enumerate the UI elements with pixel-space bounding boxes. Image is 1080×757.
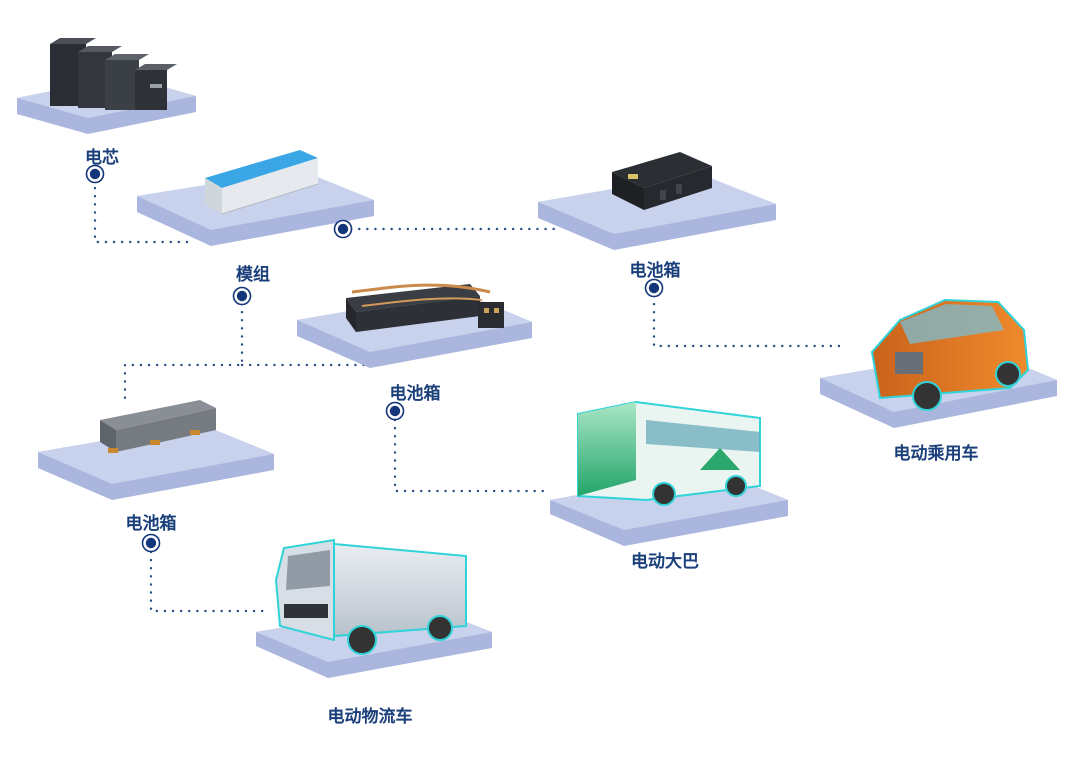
connector-pack-2-bus (393, 418, 547, 493)
bms-unit-image (612, 152, 712, 210)
node-label-pack-3: 电池箱 (125, 514, 177, 534)
bus-image (577, 400, 761, 506)
logistics-truck-image (274, 538, 467, 655)
node-marker-pack-1 (644, 278, 664, 298)
connector-pack-3-truck (149, 550, 272, 613)
node-label-passenger-car: 电动乘用车 (893, 444, 979, 464)
node-marker-pack-2 (385, 401, 405, 421)
connector-cell-module (93, 178, 197, 244)
node-label-module: 模组 (236, 265, 270, 285)
node-label-pack-1: 电池箱 (629, 261, 681, 281)
battery-box-image (100, 400, 216, 453)
connector-pack-1-car (652, 294, 844, 348)
pack-assembly-image (346, 283, 504, 332)
node-marker-module-out (333, 219, 353, 239)
node-label-pack-2: 电池箱 (389, 384, 441, 404)
node-marker-module (232, 286, 252, 306)
platform-pack-3 (38, 424, 274, 500)
battery-cells-image (50, 38, 177, 110)
node-marker-pack-3 (141, 533, 161, 553)
connector-module-pack-3 (123, 302, 244, 407)
connectors (93, 178, 844, 613)
battery-module-image (205, 150, 319, 215)
node-label-bus: 电动大巴 (631, 552, 699, 572)
node-label-logistics-truck: 电动物流车 (327, 707, 413, 727)
node-label-cell: 电芯 (85, 148, 119, 168)
passenger-car-image (870, 298, 1030, 411)
node-marker-cell (85, 164, 105, 184)
